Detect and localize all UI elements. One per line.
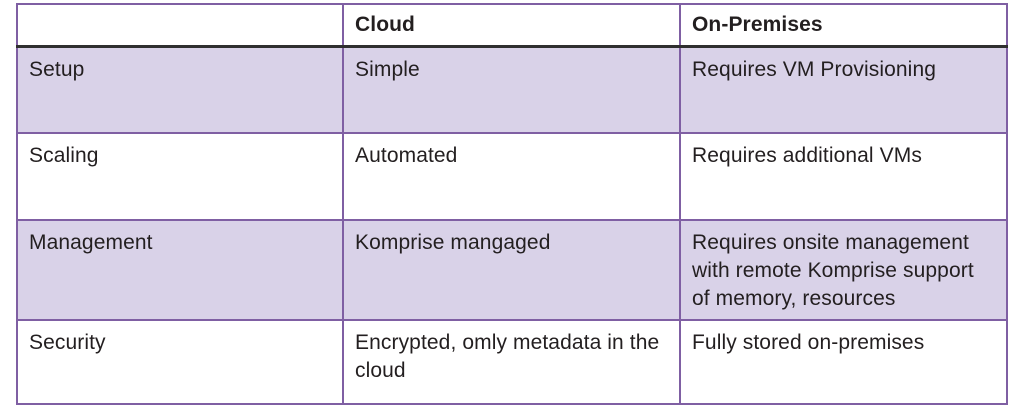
- row-label-scaling: Scaling: [16, 132, 344, 221]
- cell-management-cloud: Komprise mangaged: [342, 219, 681, 321]
- row-label-setup: Setup: [16, 45, 344, 134]
- cell-scaling-cloud: Automated: [342, 132, 681, 221]
- column-header-on-premises: On-Premises: [679, 3, 1008, 48]
- cell-security-onprem: Fully stored on-premises: [679, 318, 1008, 405]
- cell-management-onprem: Requires onsite management with remote K…: [679, 219, 1008, 321]
- row-label-security: Security: [16, 318, 344, 405]
- cell-scaling-onprem: Requires additional VMs: [679, 132, 1008, 221]
- table-row-scaling: Scaling Automated Requires additional VM…: [16, 132, 1008, 221]
- table-row-security: Security Encrypted, omly metadata in the…: [16, 318, 1008, 405]
- column-header-blank: [16, 3, 344, 48]
- table-row-setup: Setup Simple Requires VM Provisioning: [16, 45, 1008, 134]
- table-header: Cloud On-Premises: [16, 3, 1008, 48]
- comparison-table: Cloud On-Premises Setup Simple Requires …: [16, 3, 1008, 405]
- table-body: Setup Simple Requires VM Provisioning Sc…: [16, 45, 1008, 405]
- column-header-cloud: Cloud: [342, 3, 681, 48]
- table-row-management: Management Komprise mangaged Requires on…: [16, 219, 1008, 321]
- row-label-management: Management: [16, 219, 344, 321]
- cell-security-cloud: Encrypted, omly metadata in the cloud: [342, 318, 681, 405]
- cell-setup-cloud: Simple: [342, 45, 681, 134]
- header-row: Cloud On-Premises: [16, 3, 1008, 48]
- cell-setup-onprem: Requires VM Provisioning: [679, 45, 1008, 134]
